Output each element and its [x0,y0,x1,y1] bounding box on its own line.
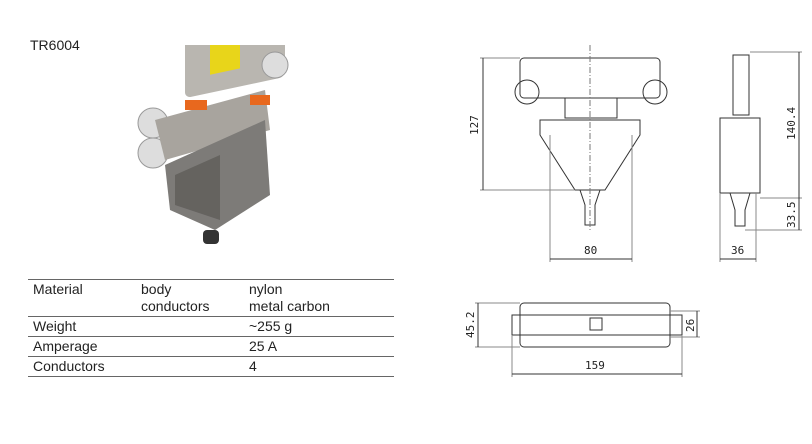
spec-sub-body: body [141,281,172,297]
warning-label [210,45,240,75]
dim-side-width: 36 [731,244,744,257]
spec-label: Material [33,281,83,297]
front-gland [580,190,600,225]
top-body [512,315,682,335]
spec-value-conductors: metal carbon [249,298,330,314]
top-outline [520,303,670,347]
dim-side-lower: 33.5 [785,202,798,229]
dim-top-length: 159 [585,359,605,372]
side-housing [720,118,760,193]
table-row: Weight ~255 g [28,316,394,337]
front-housing [540,120,640,190]
spec-value: 4 [249,358,257,374]
spec-sub-conductors: conductors [141,298,210,314]
table-row: Amperage 25 A [28,336,394,357]
top-view [475,303,700,377]
side-view [720,52,802,262]
spec-value-body: nylon [249,281,283,297]
dim-front-width: 80 [584,244,597,257]
dim-top-inner: 26 [684,319,697,332]
product-photo [115,45,295,244]
orange-clip [250,95,270,105]
dim-side-height: 140.4 [785,107,798,140]
table-row: Conductors 4 [28,356,394,377]
spec-value: 25 A [249,338,278,354]
spec-label: Weight [33,318,77,334]
spec-label: Conductors [33,358,105,374]
spec-label: Amperage [33,338,98,354]
carriage-body [155,90,270,160]
neck [565,98,617,118]
wheel [262,52,288,78]
product-title: TR6004 [30,37,80,53]
front-view [480,45,667,262]
spec-value: ~255 g [249,318,293,334]
dim-front-height: 127 [468,115,481,135]
dim-top-depth: 45.2 [464,312,477,339]
side-carriage [733,55,749,115]
wheel [643,80,667,104]
wheel [515,80,539,104]
top-clip [590,318,602,330]
cable-gland [203,230,219,244]
orange-clip [185,100,207,110]
side-gland [730,193,750,226]
housing-shade [175,155,220,220]
